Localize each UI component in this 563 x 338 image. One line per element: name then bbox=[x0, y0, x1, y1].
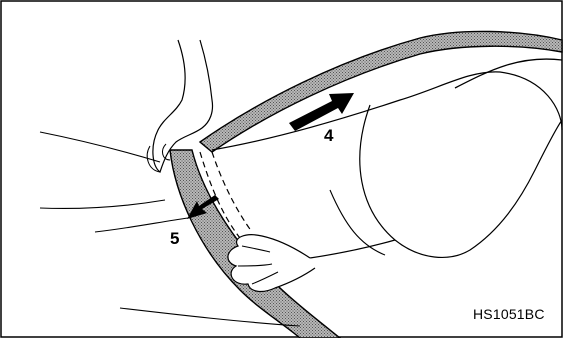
step-4-label: 4 bbox=[324, 126, 333, 146]
figure-code: HS1051BC bbox=[473, 306, 545, 322]
arm-outline bbox=[360, 105, 562, 257]
step-5-label: 5 bbox=[170, 229, 179, 249]
lower-hand bbox=[228, 235, 315, 292]
shoulder-belt bbox=[200, 31, 562, 152]
